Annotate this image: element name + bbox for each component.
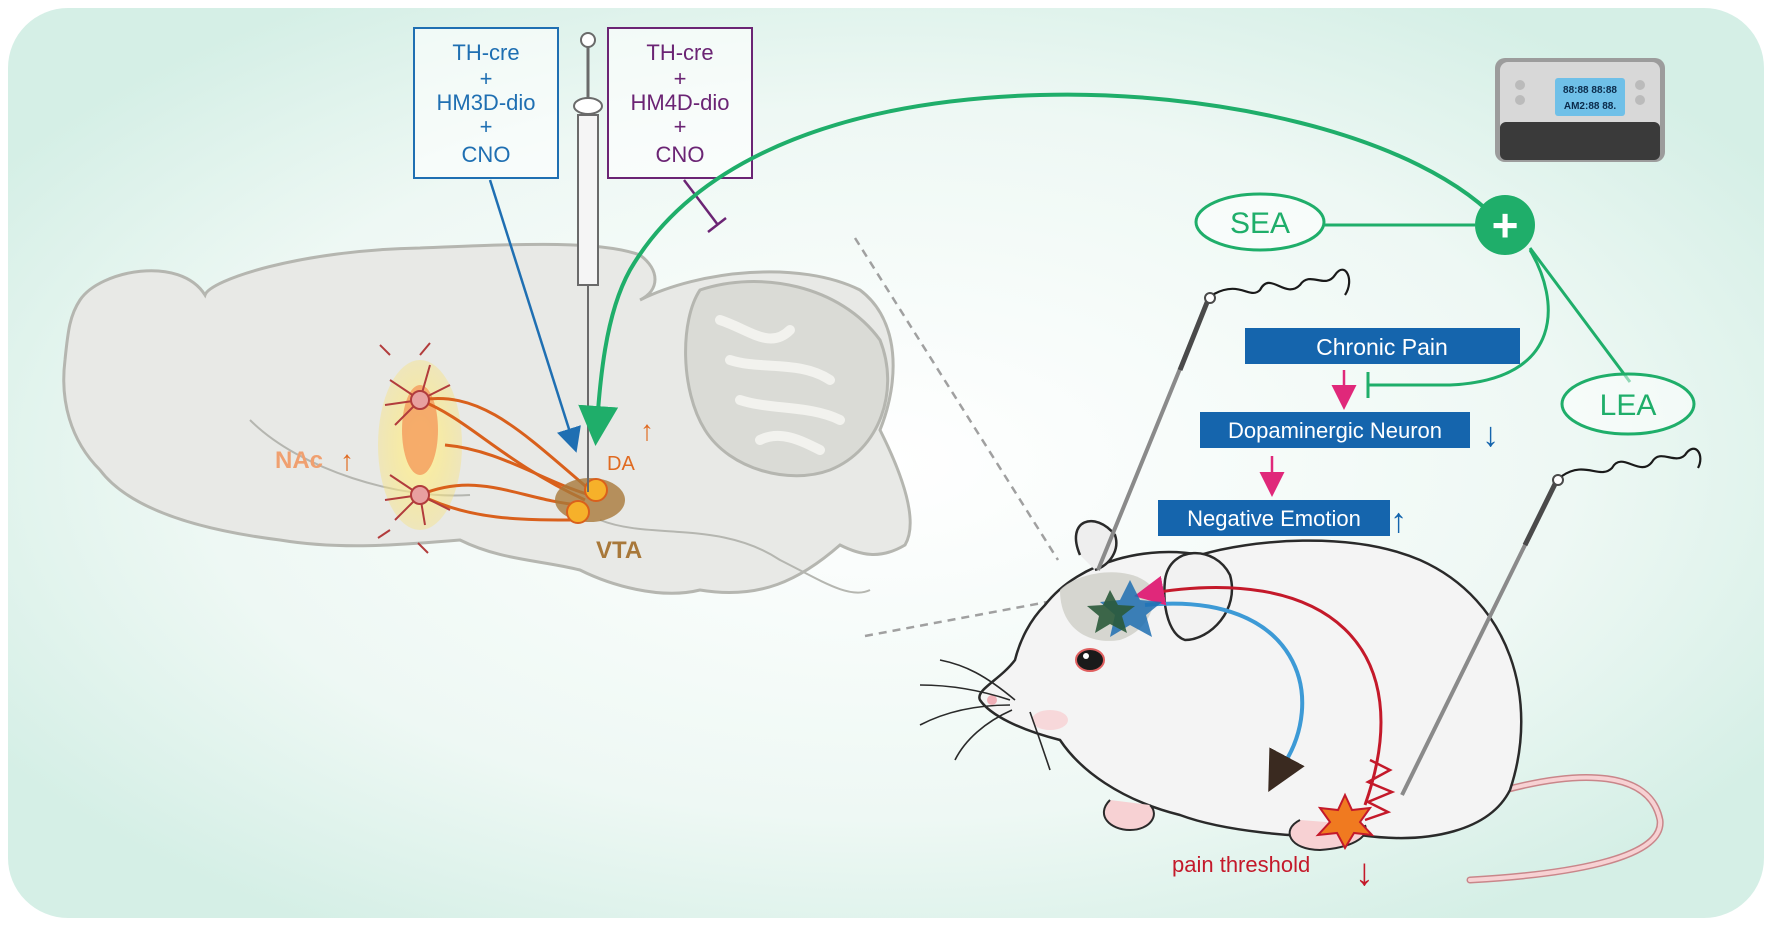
pain-threshold-down-arrow: ↓ <box>1355 852 1374 894</box>
vta-neuron <box>566 500 590 524</box>
zoom-line-top <box>853 237 1060 561</box>
svg-text:+: + <box>674 66 687 91</box>
svg-text:SEA: SEA <box>1230 207 1290 240</box>
electrostimulator-device: 88:88 88:88 AM2:88 88. <box>1495 58 1665 162</box>
svg-text:HM4D-dio: HM4D-dio <box>630 90 729 115</box>
stimulator-screen <box>1555 78 1625 116</box>
svg-text:88:88 88:88: 88:88 88:88 <box>1563 85 1617 96</box>
nac-neurons <box>377 342 451 554</box>
nac-label: NAc <box>275 447 323 474</box>
svg-text:CNO: CNO <box>656 142 705 167</box>
needle-sea <box>1096 268 1351 571</box>
zoom-line-bottom <box>864 598 1059 638</box>
hm3d-activation-arrow <box>488 179 581 453</box>
syringe <box>573 32 603 492</box>
hm3d-box: TH-cre + HM3D-dio + CNO <box>413 27 559 179</box>
svg-text:+: + <box>480 114 493 139</box>
ascending-pain-pathway <box>1134 575 1383 806</box>
lea-connector <box>1528 247 1632 383</box>
acupuncture-inhibition-line <box>1368 249 1550 387</box>
svg-text:+: + <box>674 114 687 139</box>
svg-text:Negative Emotion: Negative Emotion <box>1187 506 1361 531</box>
hm4d-inhibition-line <box>683 179 727 233</box>
chronic-pain-box: Chronic Pain <box>1245 328 1520 364</box>
svg-text:+: + <box>480 66 493 91</box>
stimulation-arc <box>578 92 1507 446</box>
svg-text:AM2:88 88.: AM2:88 88. <box>1564 101 1616 112</box>
emotion-up-arrow: ↑ <box>1390 502 1407 540</box>
dopaminergic-neuron-box: Dopaminergic Neuron <box>1200 412 1470 448</box>
svg-text:HM3D-dio: HM3D-dio <box>436 90 535 115</box>
nac-up-arrow: ↑ <box>340 445 354 476</box>
svg-text:LEA: LEA <box>1600 389 1657 422</box>
neuron-down-arrow: ↓ <box>1482 416 1499 454</box>
svg-text:Chronic Pain: Chronic Pain <box>1316 334 1448 360</box>
svg-text:Dopaminergic Neuron: Dopaminergic Neuron <box>1228 418 1442 443</box>
pain-signal-zigzag <box>1364 758 1396 822</box>
da-up-arrow: ↑ <box>640 415 654 446</box>
lea-node: LEA <box>1560 372 1696 436</box>
pain-site-star <box>1315 792 1375 851</box>
vta-neuron <box>584 478 608 502</box>
svg-text:+: + <box>1492 199 1519 251</box>
hm4d-box: TH-cre + HM4D-dio + CNO <box>607 27 753 179</box>
combined-stimulation-node: + <box>1475 195 1535 255</box>
da-label: DA <box>607 453 635 475</box>
sea-node: SEA <box>1194 192 1326 252</box>
svg-text:TH-cre: TH-cre <box>452 40 519 65</box>
needle-lea <box>1400 447 1702 796</box>
pain-threshold-label: pain threshold <box>1172 852 1310 877</box>
vta-label: VTA <box>596 537 642 564</box>
negative-emotion-box: Negative Emotion <box>1158 500 1390 536</box>
svg-text:TH-cre: TH-cre <box>646 40 713 65</box>
brain-sagittal-section <box>62 242 912 595</box>
svg-text:CNO: CNO <box>462 142 511 167</box>
descending-pathway-blue <box>1144 601 1305 772</box>
